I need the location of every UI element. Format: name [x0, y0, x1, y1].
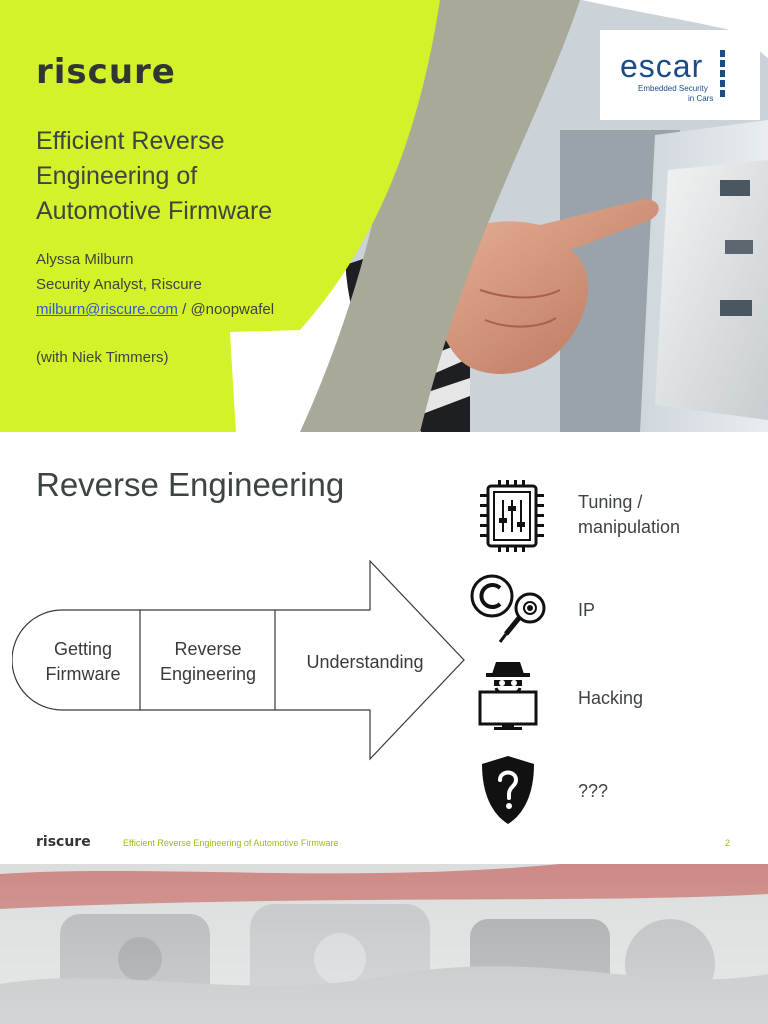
slide-title-line-2: Engineering of [36, 162, 198, 190]
category-tuning: Tuning /manipulation [578, 492, 681, 537]
contact-line: milburn@riscure.com / @noopwafel [36, 300, 274, 320]
escar-bar-icon [720, 50, 725, 98]
footer-title: Efficient Reverse Engineering of Automot… [123, 838, 339, 848]
title-slide-background [0, 0, 768, 432]
coauthor-note: (with Niek Timmers) [36, 349, 169, 366]
slide-title: Reverse Engineering [36, 466, 345, 503]
shield-question-icon [482, 756, 534, 824]
category-ip: IP [578, 600, 596, 620]
page-number: 2 [725, 838, 731, 848]
slide-title-line-1: Efficient Reverse [36, 127, 225, 155]
escar-tagline-1: Embedded Security [638, 84, 708, 93]
footer-riscure-logo: riscure [36, 834, 91, 850]
step-understanding: Understanding [306, 652, 424, 672]
engine-bay-image [0, 864, 768, 1024]
escar-wordmark: escar [620, 48, 704, 84]
category-hacking: Hacking [578, 688, 644, 708]
author-name: Alyssa Milburn [36, 251, 134, 268]
copyright-magnifier-icon [470, 574, 546, 643]
twitter-handle: @noopwafel [190, 301, 275, 318]
title-slide: riscure Efficient Reverse Engineering of… [0, 0, 768, 432]
escar-logo: escar Embedded Security in Cars [620, 48, 750, 108]
escar-tagline-2: in Cars [688, 94, 714, 103]
author-role: Security Analyst, Riscure [36, 276, 202, 293]
slide-title-line-3: Automotive Firmware [36, 197, 273, 225]
process-arrow [12, 560, 465, 761]
chip-icon [480, 480, 544, 552]
engine-slide-partial [0, 864, 768, 1024]
riscure-logo: riscure [36, 52, 176, 92]
hacker-icon [478, 662, 538, 730]
email-link[interactable]: milburn@riscure.com [36, 301, 178, 318]
category-unknown: ??? [578, 781, 609, 801]
handle-separator: / [177, 301, 191, 318]
